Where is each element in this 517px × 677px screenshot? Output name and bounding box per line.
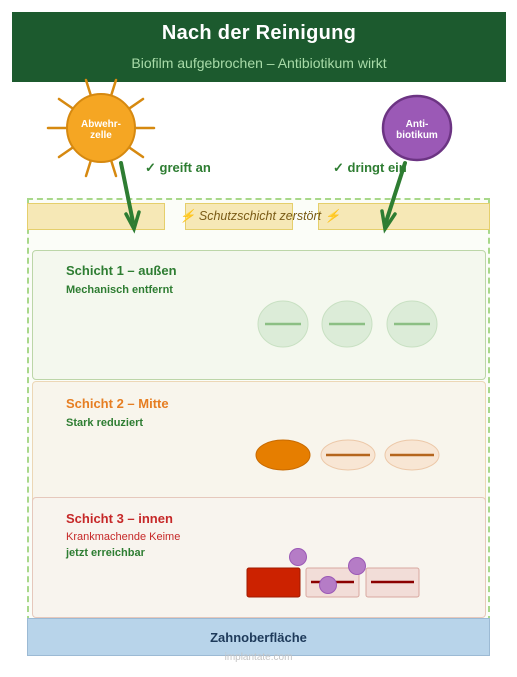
shield-segment-right [318, 203, 490, 230]
layer-outer [32, 250, 486, 380]
antibiotic-status: ✓ dringt ein [333, 160, 407, 175]
bacterium-removed [321, 300, 373, 348]
arrow-immune-attack [119, 161, 141, 234]
pathogen-attacked [365, 567, 420, 598]
shield-segment-middle [185, 203, 293, 230]
arrow-antibiotic-penetrate [380, 161, 407, 234]
shield-destroyed-label: ⚡ Schutzschicht zerstört ⚡ [179, 209, 341, 223]
header-banner: Nach der Reinigung Biofilm aufgebrochen … [12, 12, 506, 82]
layer-inner-title: Schicht 3 – innen [66, 511, 173, 526]
layer-middle-title: Schicht 2 – Mitte [66, 396, 169, 411]
pathogen-active [246, 567, 301, 598]
layer-inner-subtitle: Krankmachende Keime [66, 531, 181, 543]
bacterium-weakened [320, 439, 376, 471]
watermark: implantate.com [224, 652, 293, 663]
bacterium-weakened [384, 439, 440, 471]
antibiotic-molecule [289, 548, 307, 566]
antibiotic-label-line1: Anti- [405, 119, 429, 130]
layer-middle-bacteria [255, 439, 440, 471]
layer-outer-bacteria [257, 300, 438, 348]
immune-cell-label: Abwehr- zelle [66, 119, 136, 141]
layer-outer-title: Schicht 1 – außen [66, 263, 177, 278]
antibiotic-molecule [348, 557, 366, 575]
antibiotic-icon [381, 94, 453, 162]
layer-inner [32, 497, 486, 618]
immune-cell-icon [46, 78, 156, 178]
bacterium-active [255, 439, 311, 471]
immune-cell-label-line1: Abwehr- [81, 119, 121, 130]
bacterium-removed [386, 300, 438, 348]
bacterium-removed [257, 300, 309, 348]
layer-middle-subtitle: Stark reduziert [66, 417, 144, 429]
page-title: Nach der Reinigung [161, 22, 357, 44]
shield-segment-left [27, 203, 165, 230]
immune-cell-label-line2: zelle [90, 130, 112, 141]
antibiotic-label: Anti- biotikum [382, 119, 452, 141]
page-subtitle: Biofilm aufgebrochen – Antibiotikum wirk… [131, 55, 387, 71]
antibiotic-label-line2: biotikum [396, 130, 438, 141]
tooth-surface: Zahnoberfläche [27, 618, 490, 656]
layer-inner-bacteria [246, 548, 420, 598]
immune-cell-status: ✓ greift an [145, 160, 211, 175]
tooth-surface-label: Zahnoberfläche [210, 630, 307, 645]
antibiotic-molecule [319, 576, 337, 594]
layer-inner-subtitle-2: jetzt erreichbar [66, 547, 145, 559]
layer-outer-subtitle: Mechanisch entfernt [66, 284, 173, 296]
